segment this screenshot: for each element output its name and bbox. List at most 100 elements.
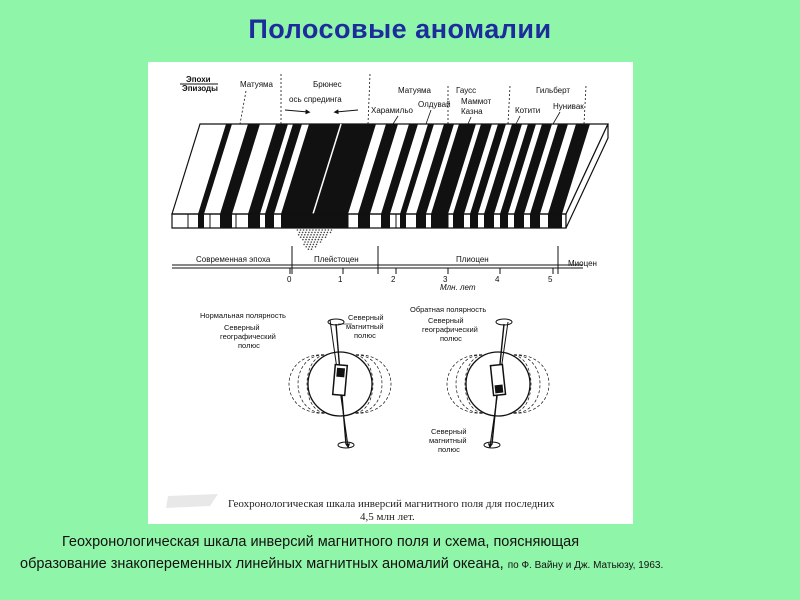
magma-dot: [305, 229, 308, 231]
geo-pole-right-line3: полюс: [440, 334, 462, 343]
magma-dot: [325, 234, 328, 236]
magma-dot: [320, 231, 322, 234]
black-stripe-front: [248, 214, 260, 228]
black-stripe-front: [484, 214, 494, 228]
slide-caption-line2: образование знакопеременных линейных маг…: [20, 556, 504, 572]
magma-dot: [305, 238, 307, 241]
timescale-ticks: [289, 268, 554, 274]
bar-magnet-right-pole: [494, 384, 504, 394]
gauss-label: Гаусс: [456, 86, 476, 95]
magma-dot: [303, 243, 305, 246]
modern-epoch-label: Современная эпоха: [196, 255, 271, 264]
black-stripe-front: [514, 214, 524, 228]
field-line: [503, 354, 532, 414]
magma-dot: [309, 229, 311, 231]
geo-pole-marker-right: [495, 318, 513, 326]
epoch-header: Эпохи Эпизоды Матуяма Брюнес ось спредин…: [180, 73, 587, 125]
magma-dot: [299, 229, 302, 231]
timescale-unit: Млн. лет: [440, 283, 476, 292]
mag-pole-left-line3: полюс: [354, 331, 376, 340]
magma-dot: [320, 238, 323, 241]
magma-dot: [324, 229, 327, 231]
field-line: [345, 354, 392, 414]
spreading-arrow-right: [333, 109, 359, 115]
field-line: [446, 354, 493, 414]
magma-dot: [324, 236, 327, 238]
episode-pointers: [392, 109, 561, 125]
slide-caption-line1: Геохронологическая шкала инверсий магнит…: [62, 534, 580, 550]
normal-polarity-stripes: [198, 123, 590, 228]
matuyama-left-label: Матуяма: [240, 80, 274, 89]
jaramillo-label: Харамильо: [371, 106, 413, 115]
reverse-polarity-label: Обратная полярность: [410, 305, 486, 314]
black-stripe-front: [470, 214, 478, 228]
nunivak-label: Нунивак: [553, 102, 584, 111]
magma-dot: [298, 231, 301, 234]
figure-caption-line1: Геохронологическая шкала инверсий магнит…: [228, 498, 555, 510]
black-stripe: [381, 124, 418, 214]
magma-dot: [311, 231, 313, 234]
magma-dot: [304, 234, 306, 236]
tick-label-0: 0: [287, 275, 292, 284]
scan-artifact: [166, 494, 218, 508]
field-lines-left: [288, 354, 392, 414]
field-line: [503, 354, 541, 414]
magma-dot: [327, 229, 330, 231]
tick-label-2: 2: [391, 275, 396, 284]
magma-dot: [307, 241, 309, 243]
black-stripe: [514, 124, 552, 214]
magma-dot: [323, 231, 326, 234]
reverse-polarity-globe: Обратная полярность Северный географичес…: [410, 305, 550, 454]
magma-dot: [316, 234, 318, 236]
miocene-label: Миоцен: [568, 259, 597, 268]
magma-dot: [314, 246, 317, 248]
tick-label-4: 4: [495, 275, 500, 284]
magma-dot: [305, 246, 307, 248]
magma-dot: [303, 236, 305, 238]
magma-dot: [319, 241, 322, 243]
black-stripe-front: [198, 214, 204, 228]
black-stripe: [281, 124, 376, 214]
magma-dot: [307, 234, 309, 236]
geo-pole-right-line2: географический: [422, 325, 478, 334]
magma-dot: [297, 234, 300, 236]
figure-drawing: Эпохи Эпизоды Матуяма Брюнес ось спредин…: [166, 73, 609, 508]
black-stripe: [265, 124, 302, 214]
magma-dot: [304, 231, 307, 234]
mag-pole-right-line1: Северный: [431, 427, 467, 436]
magma-dot: [300, 234, 303, 236]
mag-pole-left-line2: магнитный: [346, 322, 384, 331]
figure-caption-line2: 4,5 млн лет.: [360, 511, 415, 523]
magma-dot: [319, 234, 322, 236]
geo-pole-left-line1: Северный: [224, 323, 260, 332]
magma-dot: [330, 229, 333, 231]
magma-dot: [321, 236, 324, 238]
black-stripe: [400, 124, 434, 214]
magma-dot: [311, 238, 313, 241]
field-line: [455, 354, 493, 414]
magma-dot: [315, 229, 317, 231]
matuyama-right-label: Матуяма: [398, 86, 432, 95]
gilbert-label: Гильберт: [536, 86, 570, 95]
black-stripe-front: [265, 214, 274, 228]
magma-dot: [308, 238, 310, 241]
magma-dot: [302, 229, 305, 231]
black-stripe-front: [431, 214, 448, 228]
magma-dot: [316, 241, 319, 243]
stripe-anomaly-figure: Эпохи Эпизоды Матуяма Брюнес ось спредин…: [148, 62, 633, 524]
black-stripe: [548, 124, 590, 214]
black-stripe: [358, 124, 398, 214]
ridge-axis-line: [312, 123, 342, 215]
black-stripe-front: [358, 214, 370, 228]
black-stripe: [470, 124, 506, 214]
black-stripe-front: [453, 214, 464, 228]
geo-pole-marker-left: [327, 318, 345, 326]
magma-dot: [315, 236, 317, 238]
field-line: [306, 354, 335, 414]
spreading-arrow-left: [284, 109, 311, 115]
black-stripe-front: [220, 214, 232, 228]
magma-dot: [306, 243, 308, 246]
field-line: [288, 354, 335, 414]
slide-caption: Геохронологическая шкала инверсий магнит…: [20, 531, 800, 577]
field-line: [464, 354, 493, 414]
